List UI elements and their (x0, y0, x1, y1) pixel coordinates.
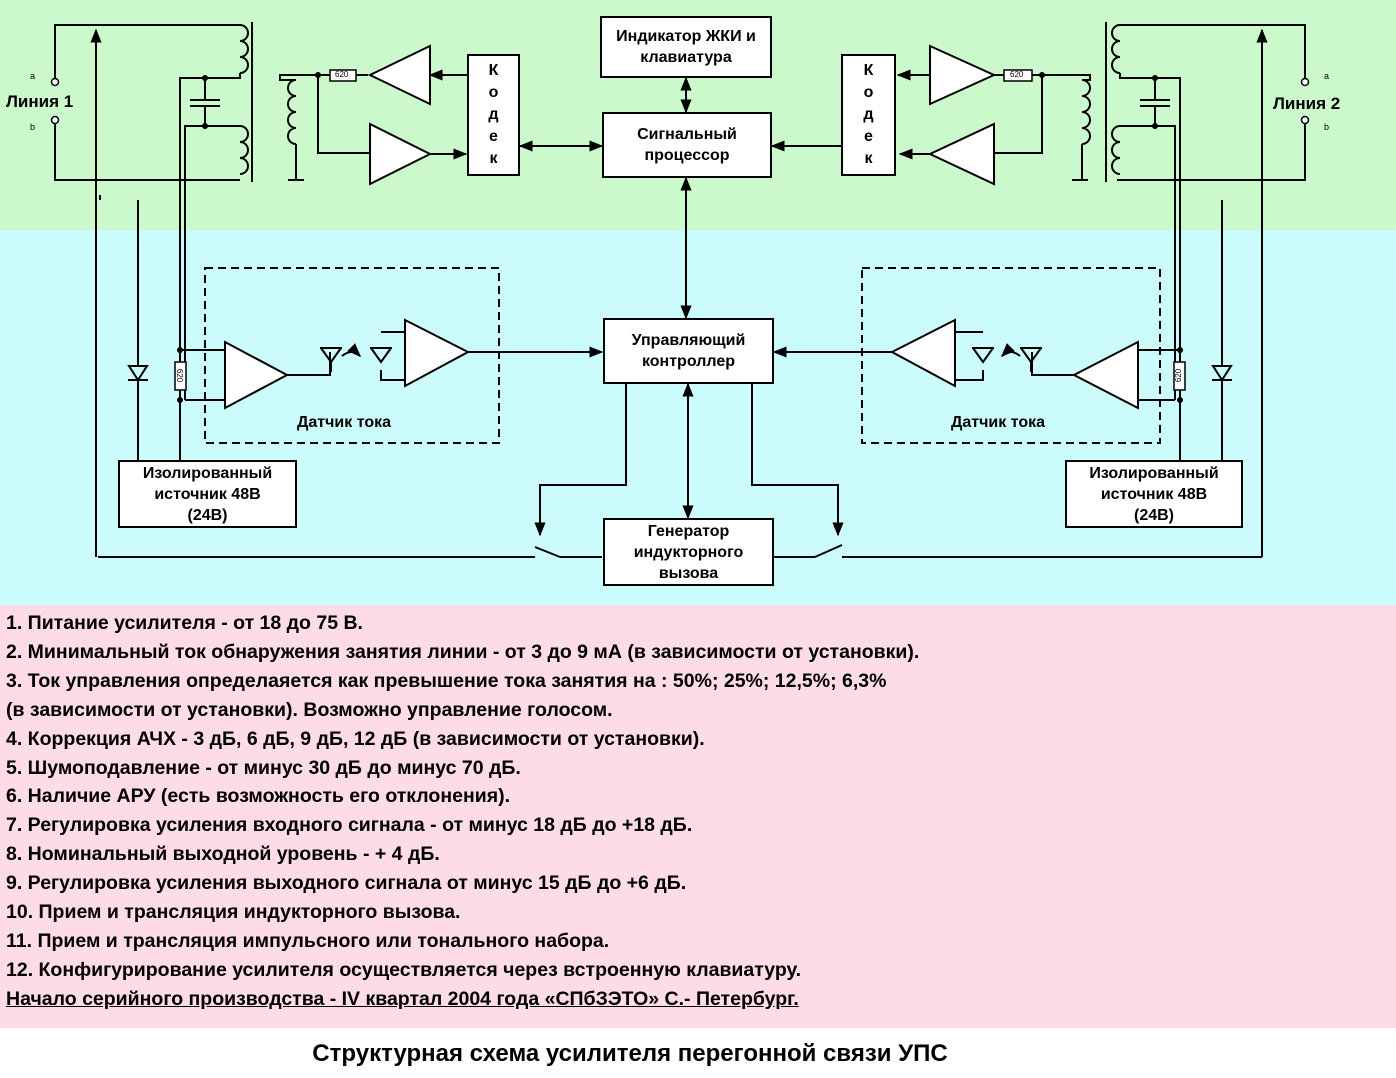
resistor-top-left (329, 69, 357, 82)
left-sensor-amplifier (224, 340, 290, 410)
resistor-mid-right-value: 620 (1174, 368, 1184, 383)
line2-terminal-b (1300, 115, 1310, 125)
line2-wire-b (1117, 123, 1306, 181)
generator-block: Генератор индукторного вызова (603, 518, 774, 586)
left-current-sensor-label: Датчик тока (297, 414, 392, 431)
source-left-block: Изолированный источник 48В (24В) (118, 460, 297, 528)
line1-capacitor (190, 99, 220, 107)
spec-item: 5. Шумоподавление - от минус 30 дБ до ми… (6, 756, 521, 779)
signal-processor-block: Сигнальный процессор (602, 112, 772, 178)
left-diode (127, 365, 149, 382)
spec-item: 8. Номинальный выходной уровень - + 4 дБ… (6, 843, 440, 866)
right-sensor-output-amplifier (889, 318, 956, 388)
line1-coil-top (239, 24, 249, 74)
line2-terminal-a (1300, 77, 1310, 87)
right-photodiode (972, 347, 994, 364)
codec-right-block: К о д е к (841, 54, 896, 176)
right-tx-amplifier (929, 44, 997, 106)
source-right-block: Изолированный источник 48В (24В) (1065, 460, 1243, 528)
left-sensor-output-amplifier (404, 318, 471, 388)
line1-terminal-a-label: a (30, 71, 36, 81)
spec-item: 7. Регулировка усиления входного сигнала… (6, 814, 693, 837)
right-switch (814, 544, 843, 558)
controller-block: Управляющий контроллер (603, 318, 774, 384)
spec-item: 1. Питание усилителя - от 18 до 75 В. (6, 612, 363, 634)
line1-secondary-coil (287, 79, 297, 145)
left-tx-amplifier (367, 44, 431, 106)
line1-label: Линия 1 (6, 92, 74, 111)
resistor-top-left-value: 620 (335, 70, 349, 79)
left-photodiode (370, 347, 392, 364)
resistor-top-right-value: 620 (1010, 70, 1024, 79)
specifications-list: 1. Питание усилителя - от 18 до 75 В. 2.… (6, 609, 1386, 1014)
right-sensor-amplifier (1071, 340, 1139, 410)
line2-label: Линия 2 (1273, 94, 1341, 113)
codec-left-block: К о д е к (467, 54, 520, 176)
notes-section-background (0, 605, 1396, 1028)
line2-wire-a (1117, 24, 1306, 78)
left-switch (534, 546, 561, 558)
line2-coil-top (1111, 24, 1121, 74)
spec-item: 9. Регулировка усиления выходного сигнал… (6, 872, 687, 895)
line2-terminal-b-label: b (1324, 122, 1330, 132)
line2-terminal-a-label: a (1324, 71, 1330, 81)
line2-capacitor (1140, 99, 1170, 107)
spec-item: 2. Минимальный ток обнаружения занятия л… (6, 640, 920, 663)
spec-item: 12. Конфигурирование усилителя осуществл… (6, 958, 802, 981)
indicator-keyboard-block: Индикатор ЖКИ и клавиатура (600, 16, 772, 78)
spec-item: 3. Ток управления определаяется как прев… (6, 669, 887, 692)
diagram-caption: Структурная схема усилителя перегонной с… (312, 1040, 948, 1067)
line1-terminal-a (50, 77, 60, 87)
left-rx-amplifier (369, 122, 433, 186)
spec-item: 11. Прием и трансляция импульсного или т… (6, 929, 610, 952)
right-current-sensor-label: Датчик тока (951, 414, 1046, 431)
spec-item: 4. Коррекция АЧХ - 3 дБ, 6 дБ, 9 дБ, 12 … (6, 727, 705, 750)
production-note: Начало серийного производства - IV кварт… (6, 987, 799, 1010)
resistor-top-right (1003, 69, 1033, 82)
spec-item: 6. Наличие АРУ (есть возможность его отк… (6, 785, 511, 808)
line1-terminal-b (50, 115, 60, 125)
block-diagram (50, 22, 1310, 558)
line1-wire-b (54, 123, 240, 181)
resistor-mid-left-value: 620 (175, 368, 185, 383)
line1-wire-a (54, 24, 240, 78)
resistor-mid-right (1173, 361, 1186, 391)
spec-item: (в зависимости от установки). Возможно у… (6, 698, 613, 721)
right-diode (1211, 365, 1233, 382)
line2-secondary-coil (1081, 79, 1091, 145)
line2-coil-bottom (1111, 125, 1121, 175)
resistor-mid-left (174, 361, 187, 391)
right-rx-amplifier (927, 122, 995, 186)
right-current-sensor-frame (861, 267, 1161, 444)
line1-coil-bottom (239, 125, 249, 175)
spec-item: 10. Прием и трансляция индукторного вызо… (6, 901, 461, 924)
left-current-sensor-frame (204, 267, 500, 444)
line1-terminal-b-label: b (30, 122, 36, 132)
